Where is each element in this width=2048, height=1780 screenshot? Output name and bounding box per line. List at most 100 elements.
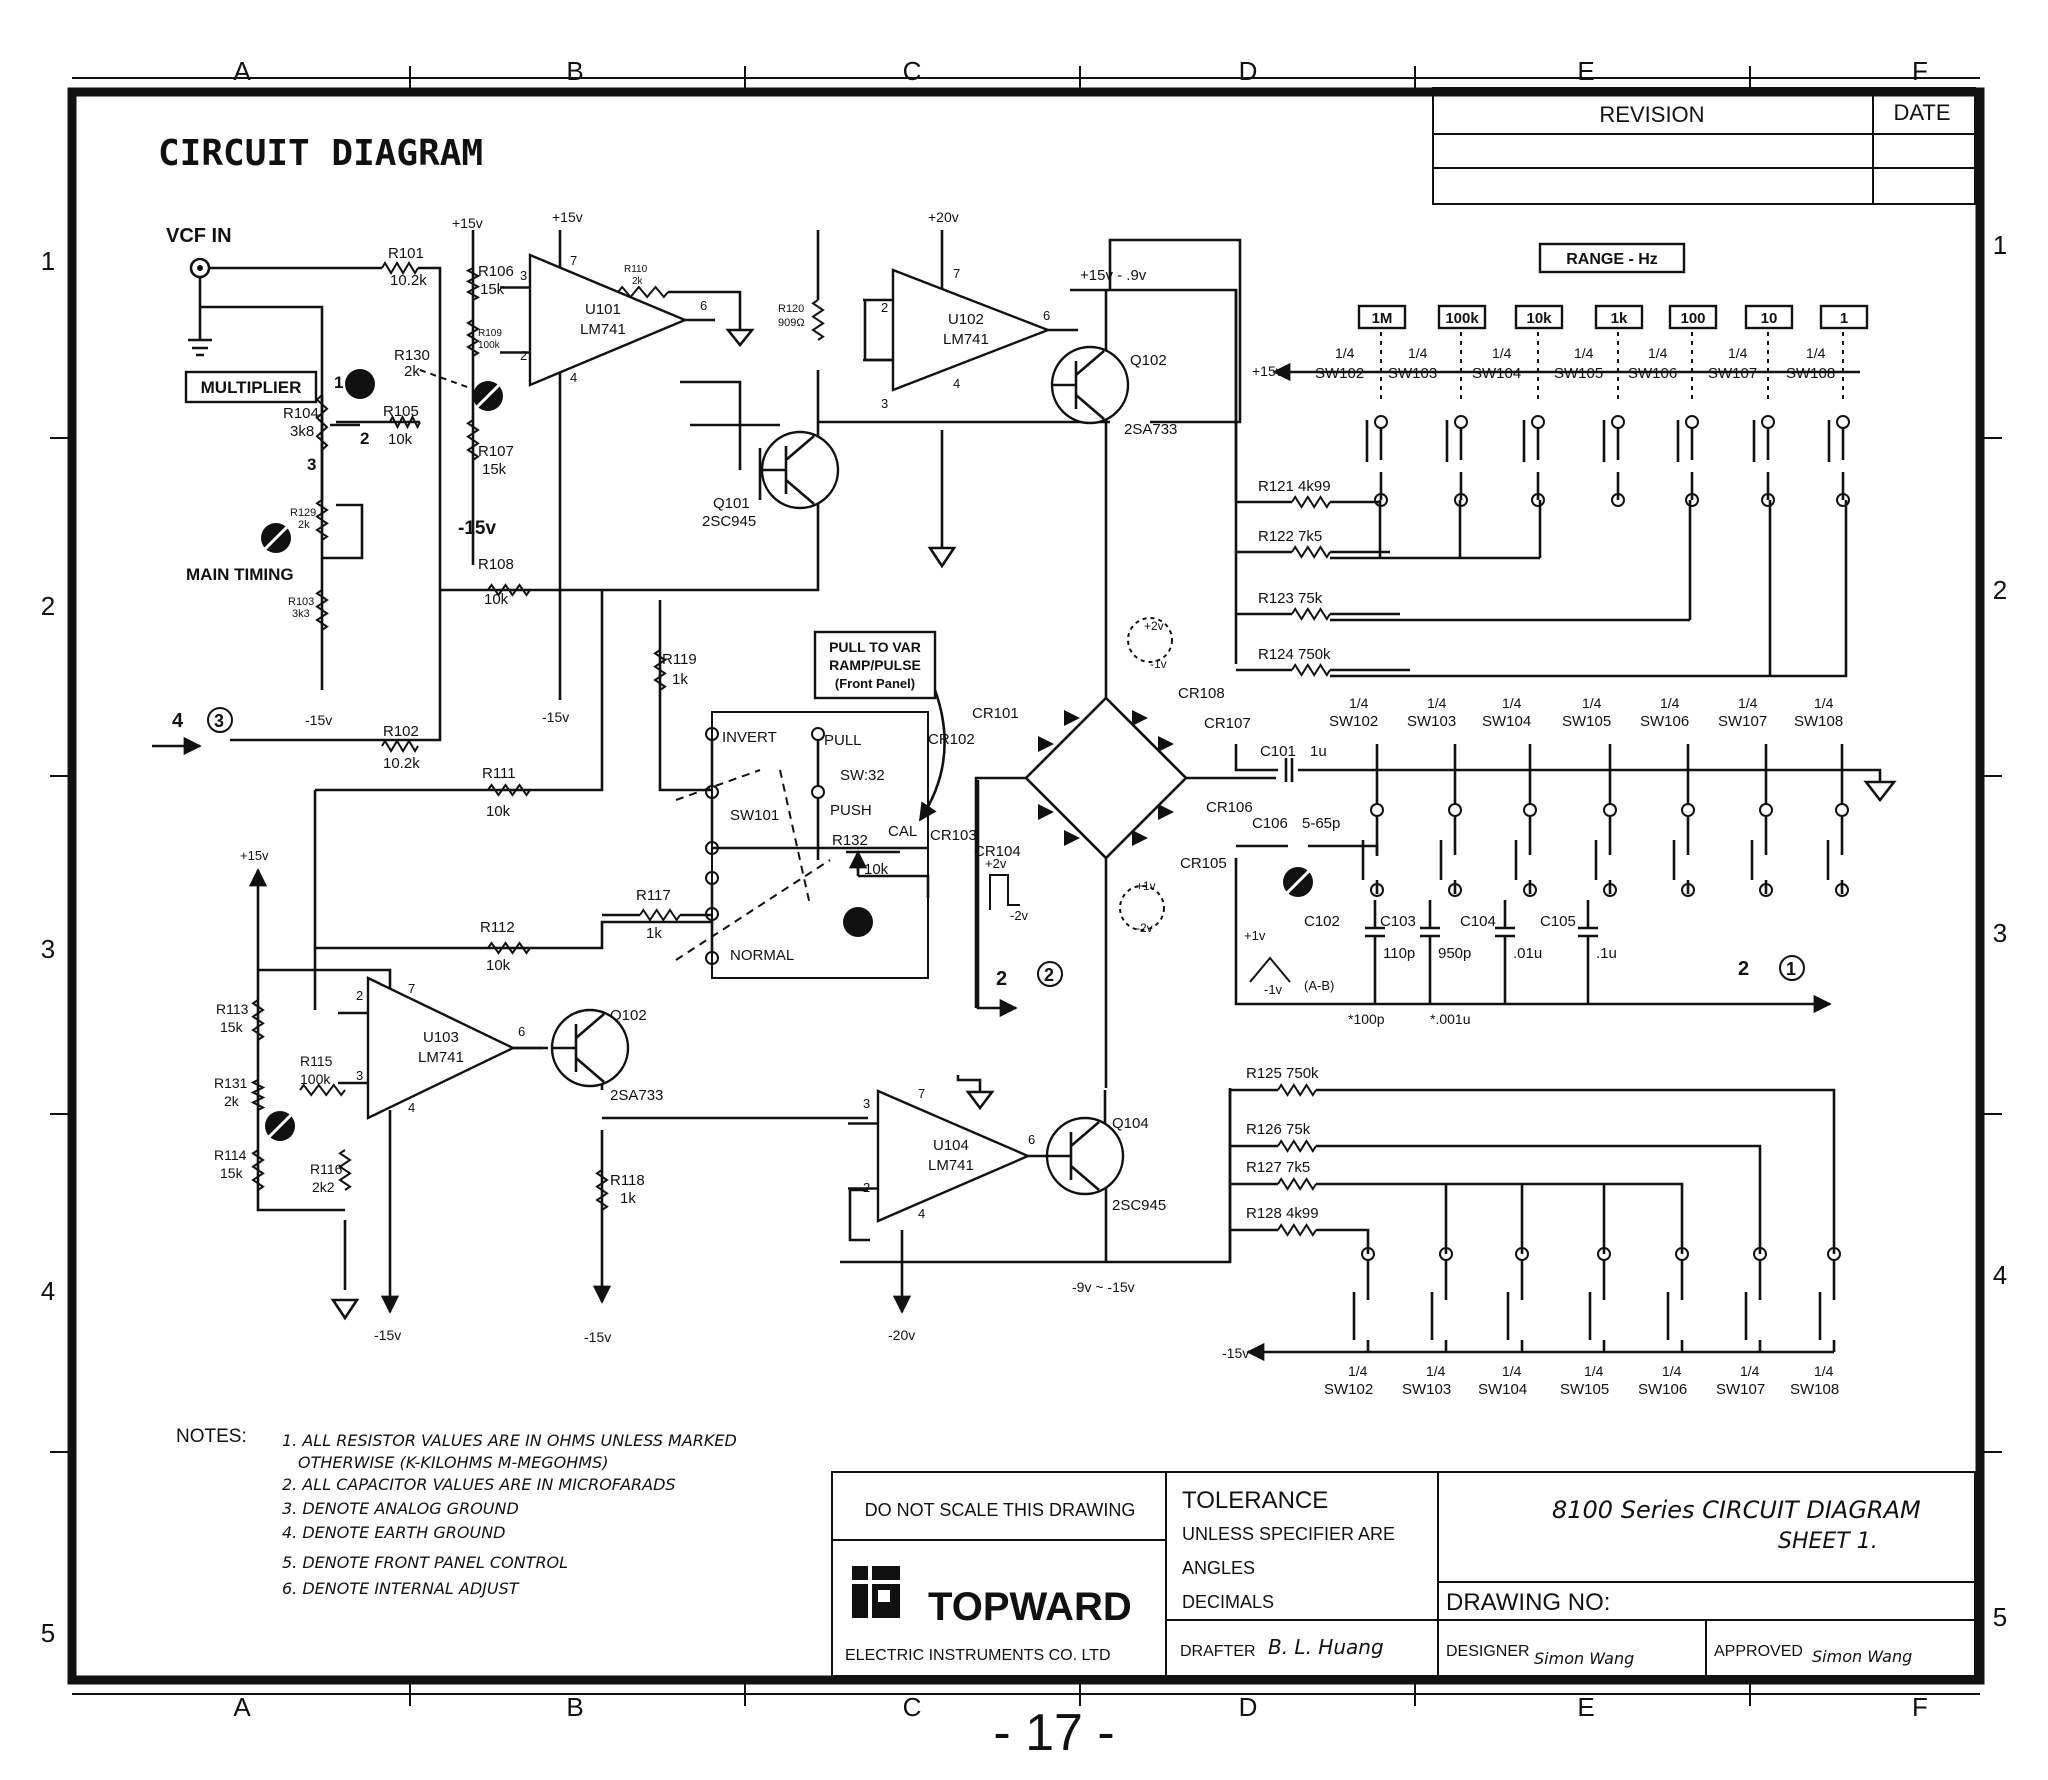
r125-zigzag [1277,1083,1317,1097]
lower-switch-sw104: SW104 [1478,1381,1527,1398]
c106-ref: C106 [1252,815,1288,832]
diode-cr106: CR106 [1206,799,1253,816]
u101-top-label: +15v [552,209,583,225]
sw101-label: SW101 [730,807,779,824]
sw32-panel [711,711,929,979]
row-ref-left: 2 [41,591,55,621]
decimals-label: DECIMALS [1182,1592,1274,1612]
r106-value: 15k [480,281,505,298]
lower-switch-bank: 1/4SW1021/4SW1031/4SW1041/4SW1051/4SW106… [1324,1247,1841,1398]
lower-switch-sw102: SW102 [1324,1381,1373,1398]
lower-switch-sw106: SW106 [1638,1381,1687,1398]
tolerance-sub: UNLESS SPECIFIER ARE [1182,1524,1395,1544]
row-ref-left: 4 [41,1276,55,1306]
r115-ref: R115 [300,1053,333,1069]
drawing-border [67,87,1985,1685]
upper-switch-sw106: SW106 [1628,365,1677,382]
r130-ref: R130 [394,347,430,364]
lower-switch-fraction: 1/4 [1662,1363,1682,1379]
invert-label: INVERT [722,729,777,746]
diode-cr103: CR103 [930,827,977,844]
cap-switch-fraction: 1/4 [1582,695,1602,711]
grid-ticks [50,66,2002,1706]
lower-switch-sw108: SW108 [1790,1381,1839,1398]
upper-switch-fraction: 1/4 [1408,345,1428,361]
r110-value: 2k [632,276,644,287]
lower-switch-fraction: 1/4 [1740,1363,1760,1379]
r120-zigzag [811,299,825,341]
r107-ref: R107 [478,443,514,460]
col-ref-bottom: E [1577,1692,1594,1722]
r119-wire [602,600,712,917]
r118-value: 1k [620,1190,636,1207]
pin-number: 4 [953,376,960,391]
range-box [1668,304,1718,330]
upper-switch-fraction: 1/4 [1806,345,1826,361]
v20p-label: +20v [928,209,959,225]
conn-2-circle: 2 [1044,965,1054,985]
upper-switch-sw108: SW108 [1786,365,1835,382]
revision-header: REVISION [1599,102,1704,127]
timing-r125: R125 750k [1246,1065,1319,1082]
notes-block: NOTES: 1. ALL RESISTOR VALUES ARE IN OHM… [176,1426,737,1598]
timing-r123: R123 75k [1258,590,1323,607]
r114-ref: R114 [214,1147,247,1163]
c106-value: 5-65p [1302,815,1340,832]
lower-switch-fraction: 1/4 [1348,1363,1368,1379]
conn-2-right: 2 [1738,958,1749,980]
lower-switch-sw105: SW105 [1560,1381,1609,1398]
no-scale-text: DO NOT SCALE THIS DRAWING [865,1500,1136,1520]
u103-neg15: -15v [374,1327,401,1343]
r103-value: 3k3 [292,608,310,620]
diode [1064,710,1080,726]
q102a-ref: Q102 [1130,352,1167,369]
row-ref-left: 5 [41,1618,55,1648]
r114-value: 15k [220,1165,244,1181]
r116-zigzag [338,1149,352,1191]
upper-switch-fraction: 1/4 [1648,345,1668,361]
r120-ref: R120 [778,303,804,315]
upper-switch-sw104: SW104 [1472,365,1521,382]
r113-ref: R113 [216,1001,249,1017]
wave-pos2v-1 [1127,617,1173,663]
notes-header: NOTES: [176,1426,247,1447]
cap-switch-fraction: 1/4 [1660,695,1680,711]
drawing-no-label: DRAWING NO: [1446,1589,1610,1616]
normal-label: NORMAL [730,947,794,964]
upper-switch-sw102: SW102 [1315,365,1364,382]
r101-value: 10.2k [390,272,427,289]
sheet-no: SHEET 1. [1778,1529,1878,1554]
tolerance-label: TOLERANCE [1182,1487,1328,1514]
r105-value: 10k [388,431,413,448]
designer-signature: Simon Wang [1534,1649,1634,1668]
rail-bot-label: -9v ~ -15v [1072,1279,1135,1295]
r115-value: 100k [300,1071,331,1087]
q104-part: 2SC945 [1112,1197,1166,1214]
q102b-neg15: -15v [584,1329,611,1345]
pin-number: 2 [520,348,527,363]
note-1a: 1. ALL RESISTOR VALUES ARE IN OHMS UNLES… [282,1431,737,1450]
timing-r126: R126 75k [1246,1121,1311,1138]
pin-number: 6 [700,298,707,313]
rail-top-label: +15v - .9v [1080,267,1147,284]
u101-neg15-label: -15v [542,709,569,725]
vcf-in-label: VCF IN [166,225,232,247]
r131-value: 2k [224,1093,240,1109]
r103-ref: R103 [288,596,314,608]
conn-1-circle: 1 [1786,959,1796,979]
cap-switch-sw106: SW106 [1640,713,1689,730]
r116-value: 2k2 [312,1179,335,1195]
r110-zigzag [617,285,669,299]
row-ref-right: 4 [1993,1260,2007,1290]
c101-plates [1284,758,1294,782]
c104-ref: C104 [1460,913,1496,930]
upper-switch-sw103: SW103 [1388,365,1437,382]
cap-switch-sw102: SW102 [1329,713,1378,730]
r107-neg15: -15v [458,518,496,539]
r102-ref: R102 [383,723,419,740]
c105-ref: C105 [1540,913,1576,930]
diode-cr108: CR108 [1178,685,1225,702]
